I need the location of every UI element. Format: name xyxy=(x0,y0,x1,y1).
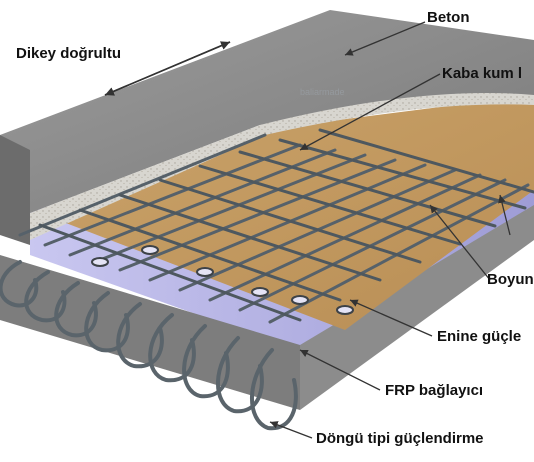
label-loop-reinforcement: Döngü tipi güçlendirme xyxy=(316,430,484,447)
frp-connectors xyxy=(91,245,354,315)
bottom-concrete-end xyxy=(300,205,534,410)
concrete-top-face xyxy=(0,10,534,215)
concrete-cut-face xyxy=(0,93,534,240)
vertical-direction-arrow xyxy=(104,41,231,96)
bottom-concrete-edge xyxy=(0,255,300,410)
label-concrete: Beton xyxy=(427,9,470,26)
label-coarse-sand: Kaba kum l xyxy=(442,65,522,82)
sand-layer xyxy=(45,95,534,330)
loop-reinforcement xyxy=(0,260,298,431)
label-frp-connector: FRP bağlayıcı xyxy=(385,382,483,399)
label-vertical-direction: Dikey doğrultu xyxy=(16,45,121,62)
watermark: baliarmade xyxy=(300,87,345,97)
label-transverse: Enine güçle xyxy=(437,328,521,345)
transverse-rebars xyxy=(38,128,534,322)
callout-lines xyxy=(269,21,511,439)
concrete-side-face xyxy=(0,135,30,245)
label-longitudinal: Boyun xyxy=(487,271,534,288)
